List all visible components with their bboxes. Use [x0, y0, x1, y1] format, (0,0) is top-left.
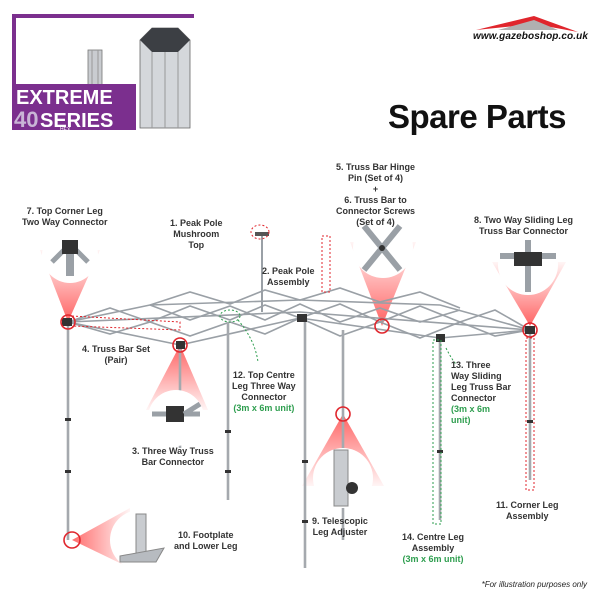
detail-10 — [110, 510, 170, 570]
detail-7 — [42, 227, 98, 283]
badge-sub: HEX — [60, 127, 71, 133]
badge-number: 40 — [14, 107, 38, 132]
hex-pole-large-image — [139, 27, 191, 129]
extreme-series-badge: EXTREME 40 SERIES HEX — [12, 14, 194, 133]
label-part-4: 4. Truss Bar Set(Pair) — [82, 344, 151, 365]
page-title: Spare Parts — [388, 98, 566, 135]
badge-line2: SERIES — [40, 110, 113, 132]
beam-4 — [146, 345, 208, 410]
brand-url[interactable]: www.gazeboshop.co.uk — [473, 31, 588, 42]
detail-3 — [148, 390, 204, 446]
detail-9 — [313, 448, 373, 508]
detail-5 — [353, 218, 413, 278]
illustration-footnote: *For illustration purposes only — [481, 580, 587, 589]
gazeboshop-logo — [476, 16, 578, 32]
detail-8 — [498, 235, 558, 295]
badge-line1: EXTREME — [16, 87, 113, 109]
